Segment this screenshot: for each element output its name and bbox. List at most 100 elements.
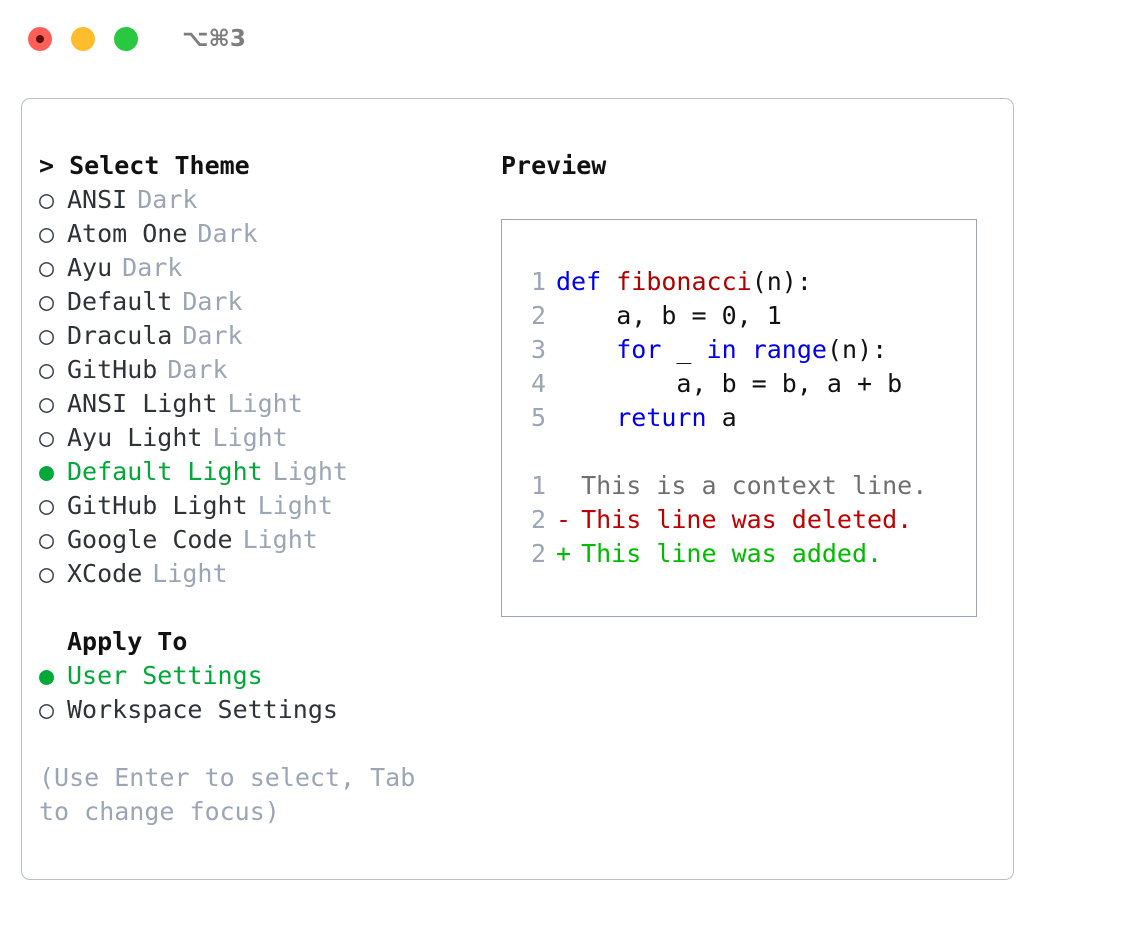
theme-option-label: GitHub: [67, 355, 158, 384]
theme-option-label: Ayu: [67, 253, 113, 282]
theme-option-row[interactable]: ○ Default Dark: [39, 285, 479, 319]
preview-title: Preview: [501, 151, 607, 180]
keyboard-shortcut-label: ⌥⌘3: [182, 26, 246, 52]
code-line: 3 for _ in range(n):: [518, 333, 970, 367]
code-token-id: [556, 403, 616, 432]
diff-spacer: [518, 435, 970, 469]
apply-to-header: Apply To: [67, 627, 188, 656]
window-controls: [28, 27, 138, 51]
theme-option-row[interactable]: ○ Ayu Light Light: [39, 421, 479, 455]
line-number: 1: [530, 267, 546, 296]
code-token-id: a, b = b, a + b: [556, 369, 903, 398]
diff-sign: [556, 469, 571, 503]
minimize-button-icon[interactable]: [71, 27, 95, 51]
radio-unselected-icon[interactable]: ○: [39, 695, 55, 724]
code-line-text: def fibonacci(n):: [556, 265, 812, 299]
radio-unselected-icon[interactable]: ○: [39, 423, 55, 452]
theme-option-row[interactable]: ● Default Light Light: [39, 455, 479, 489]
code-token-fn: fibonacci: [616, 267, 752, 296]
title-bar: ⌥⌘3: [0, 0, 1140, 78]
apply-to-option-row[interactable]: ○ Workspace Settings: [39, 693, 479, 727]
keyboard-hint-text: (Use Enter to select, Tab to change focu…: [39, 763, 431, 826]
code-token-kw: in: [706, 335, 737, 364]
diff-line: 1 This is a context line.: [518, 469, 970, 503]
theme-option-label: GitHub Light: [67, 491, 248, 520]
theme-option-label: Dracula: [67, 321, 173, 350]
diff-line-text: This line was added.: [581, 539, 883, 568]
code-token-id: [556, 335, 616, 364]
theme-option-row[interactable]: ○ ANSI Dark: [39, 183, 479, 217]
theme-category-label: Light: [152, 559, 228, 588]
theme-option-label: ANSI: [67, 185, 128, 214]
diff-sign: -: [556, 505, 572, 534]
theme-category-label: Dark: [122, 253, 183, 282]
maximize-button-icon[interactable]: [114, 27, 138, 51]
radio-unselected-icon[interactable]: ○: [39, 321, 55, 350]
theme-option-label: Default: [67, 287, 173, 316]
code-token-kw: range: [751, 335, 827, 364]
radio-unselected-icon[interactable]: ○: [39, 355, 55, 384]
close-button-icon[interactable]: [28, 27, 52, 51]
radio-unselected-icon[interactable]: ○: [39, 525, 55, 554]
theme-category-label: Light: [272, 457, 348, 486]
radio-unselected-icon[interactable]: ○: [39, 253, 55, 282]
theme-option-row[interactable]: ○ Dracula Dark: [39, 319, 479, 353]
code-token-kw: def: [556, 267, 617, 296]
theme-option-label: XCode: [67, 559, 143, 588]
theme-category-label: Dark: [137, 185, 198, 214]
code-token-id: _: [661, 335, 707, 364]
diff-line: 2-This line was deleted.: [518, 503, 970, 537]
close-inner-dot: [36, 35, 44, 43]
code-line: 4 a, b = b, a + b: [518, 367, 970, 401]
radio-unselected-icon[interactable]: ○: [39, 185, 55, 214]
theme-category-label: Dark: [197, 219, 258, 248]
theme-category-label: Dark: [167, 355, 228, 384]
theme-category-label: Dark: [182, 287, 243, 316]
radio-selected-icon[interactable]: ●: [39, 457, 55, 486]
apply-to-option-row[interactable]: ● User Settings: [39, 659, 479, 693]
theme-category-label: Light: [212, 423, 288, 452]
theme-option-row[interactable]: ○ GitHub Dark: [39, 353, 479, 387]
apply-to-list: ● User Settings ○ Workspace Settings: [39, 659, 479, 727]
theme-option-label: Ayu Light: [67, 423, 203, 452]
radio-unselected-icon[interactable]: ○: [39, 287, 55, 316]
code-line: 1 def fibonacci(n):: [518, 265, 970, 299]
diff-line-number: 1: [530, 471, 546, 500]
apply-to-option-label: Workspace Settings: [67, 695, 338, 724]
theme-option-label: Default Light: [67, 457, 263, 486]
radio-unselected-icon[interactable]: ○: [39, 389, 55, 418]
theme-option-row[interactable]: ○ Google Code Light: [39, 523, 479, 557]
code-line-text: a, b = 0, 1: [556, 299, 782, 333]
line-number: 3: [530, 335, 546, 364]
theme-category-label: Light: [242, 525, 318, 554]
radio-unselected-icon[interactable]: ○: [39, 559, 55, 588]
line-number: 4: [530, 369, 546, 398]
code-token-kw: return: [616, 403, 707, 432]
line-number: 2: [530, 301, 546, 330]
radio-selected-icon[interactable]: ●: [39, 661, 55, 690]
theme-option-label: Google Code: [67, 525, 233, 554]
radio-unselected-icon[interactable]: ○: [39, 491, 55, 520]
select-theme-header: > Select Theme: [39, 151, 250, 180]
code-token-id: a: [706, 403, 737, 432]
apply-to-option-label: User Settings: [67, 661, 263, 690]
theme-option-row[interactable]: ○ XCode Light: [39, 557, 479, 591]
code-line-text: a, b = b, a + b: [556, 367, 902, 401]
theme-category-label: Dark: [182, 321, 243, 350]
line-number: 5: [530, 403, 546, 432]
radio-unselected-icon[interactable]: ○: [39, 219, 55, 248]
code-token-kw: for: [616, 335, 662, 364]
theme-option-row[interactable]: ○ Ayu Dark: [39, 251, 479, 285]
diff-sign: +: [556, 539, 572, 568]
code-token-id: a, b = 0, 1: [556, 301, 782, 330]
diff-line-text: This line was deleted.: [581, 505, 913, 534]
code-token-pun: (n):: [826, 335, 888, 364]
diff-line-number: 2: [530, 505, 546, 534]
